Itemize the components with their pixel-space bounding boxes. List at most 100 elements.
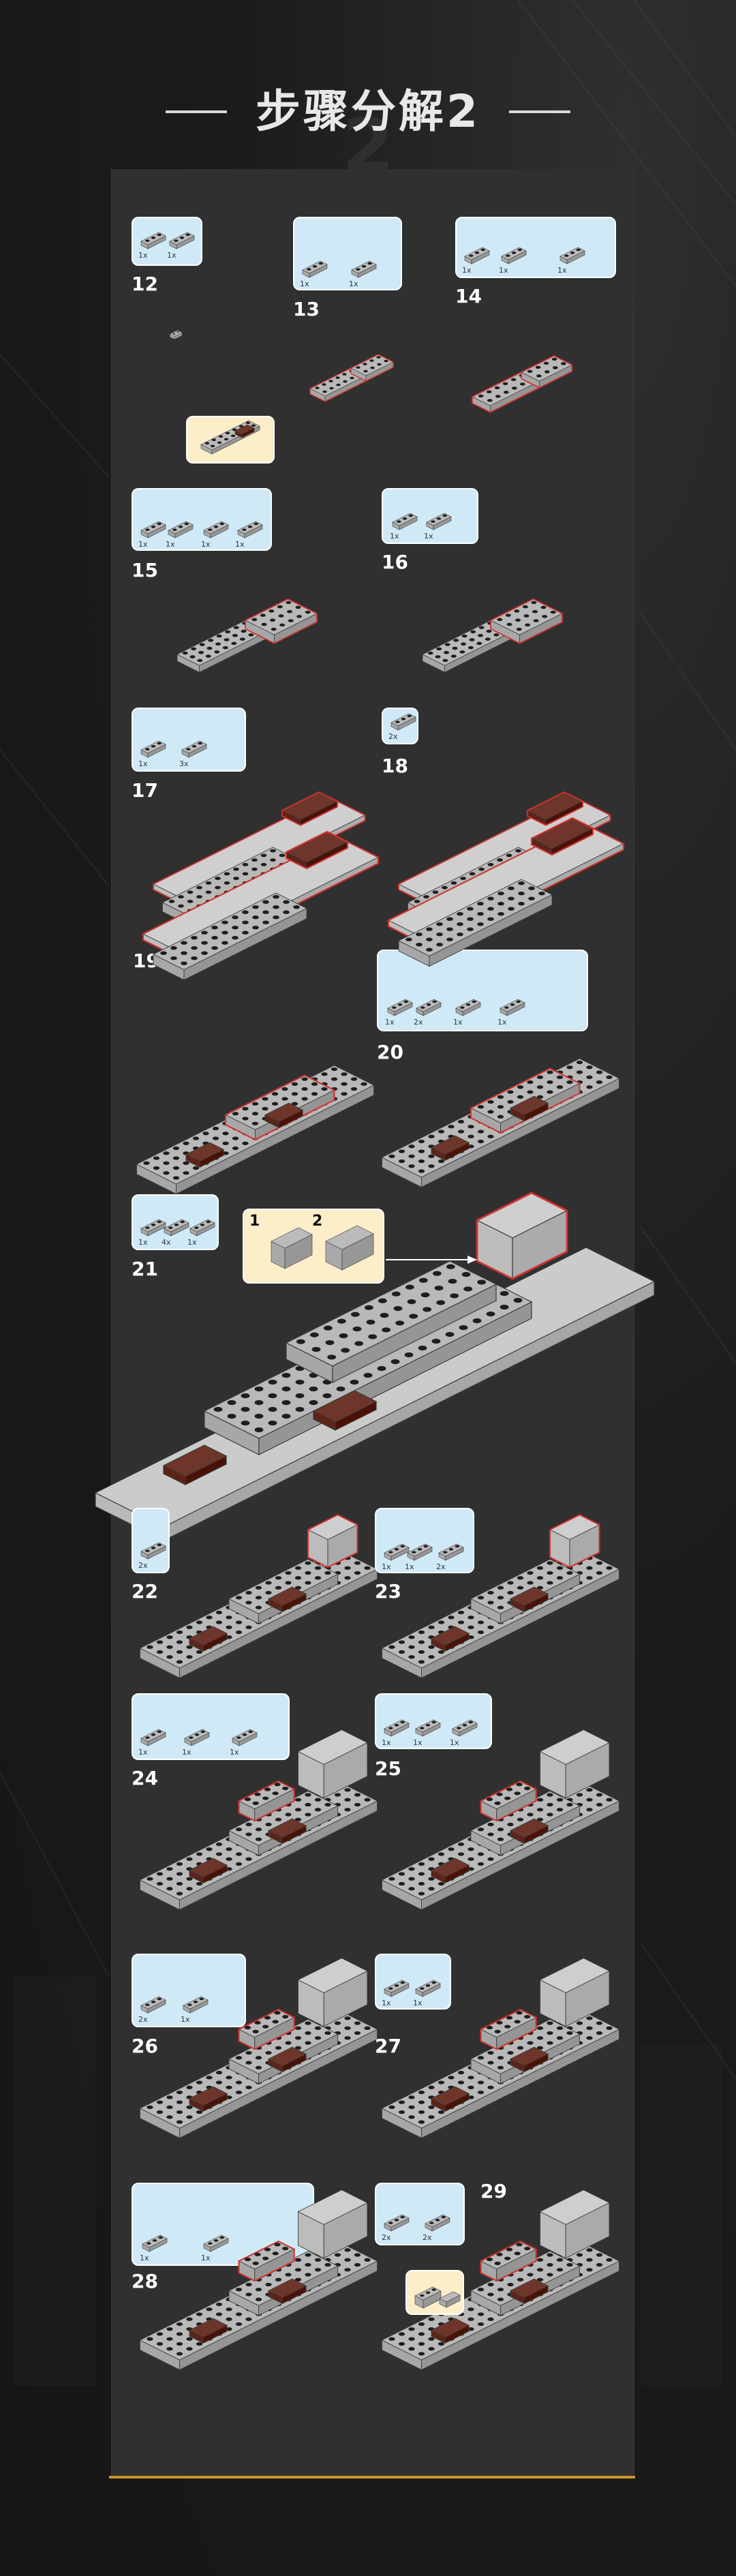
stud (394, 1548, 399, 1551)
brown-tile-b-top (268, 2278, 307, 2299)
stud (251, 867, 258, 871)
stud (181, 941, 187, 945)
stud (281, 1400, 291, 1406)
brown-tile-a-top (185, 1142, 225, 1162)
stud (560, 362, 566, 365)
stud (233, 867, 239, 871)
stud (394, 2219, 399, 2222)
stud (536, 1566, 544, 1570)
stud (232, 926, 239, 930)
stud (416, 943, 423, 947)
stud (428, 1655, 435, 1659)
stud (260, 853, 267, 858)
part-piece-1 (426, 513, 452, 530)
stud (215, 1842, 223, 1847)
part-piece-0 (140, 740, 166, 758)
stud (506, 622, 512, 626)
stud (586, 1085, 593, 1089)
parts-illustration (140, 1542, 166, 1560)
stud (487, 862, 494, 866)
stud (388, 2222, 393, 2224)
stud (431, 1721, 436, 1724)
stud (205, 654, 211, 658)
stud (397, 1003, 403, 1006)
stud (425, 2291, 431, 2294)
stud (378, 1298, 387, 1303)
stud (366, 1320, 375, 1325)
stud (293, 905, 300, 909)
stud (262, 1106, 269, 1111)
stud (450, 1293, 459, 1299)
stud (186, 2085, 193, 2089)
parts-illustration (390, 713, 416, 731)
stud (477, 1279, 487, 1285)
brown-tile-a-top (189, 2318, 228, 2338)
sub-step-number: 2 (312, 1213, 323, 1230)
stud (513, 1298, 523, 1303)
stud (336, 1387, 346, 1392)
part-quantity: 3x (179, 759, 189, 768)
stud (244, 2025, 251, 2030)
stud (294, 2026, 302, 2030)
stud (487, 1625, 494, 1629)
step-number-25: 25 (375, 1757, 401, 1780)
stud (510, 1003, 515, 1006)
part-piece-0 (390, 713, 416, 731)
stud (156, 1881, 164, 1886)
stud (254, 522, 258, 526)
hull-upper-top (285, 1260, 497, 1367)
stud (294, 2036, 302, 2040)
stud (309, 1387, 318, 1392)
stud (245, 421, 251, 425)
stud (309, 1332, 319, 1337)
stud (586, 1566, 593, 1570)
stud (172, 1166, 180, 1170)
part-quantity: 1x (230, 1748, 239, 1757)
stud (388, 1987, 393, 1990)
stud (235, 2080, 243, 2085)
stud (467, 1616, 474, 1620)
stud (186, 1887, 193, 1891)
stud (497, 902, 504, 906)
stud (291, 1092, 298, 1096)
stud (147, 2242, 151, 2245)
stud (380, 1313, 389, 1318)
stud (192, 1136, 200, 1140)
stud (235, 2090, 243, 2095)
stud (435, 2219, 440, 2222)
stud (390, 1359, 400, 1365)
stud (218, 435, 224, 438)
stud (242, 1106, 249, 1111)
stud (556, 2258, 564, 2262)
stud (176, 1881, 183, 1886)
stud (477, 1828, 485, 1832)
stud (277, 605, 283, 609)
stud (566, 1802, 573, 1807)
stud (547, 2273, 553, 2277)
stud (158, 2236, 163, 2239)
part-quantity: 1x (166, 540, 175, 549)
stud (187, 2003, 192, 2006)
stud (418, 2322, 425, 2327)
stud (586, 1065, 593, 1070)
stud (493, 633, 500, 637)
stud (305, 2262, 311, 2267)
stud (160, 951, 167, 955)
stud (586, 1808, 593, 1812)
stud (321, 1072, 328, 1076)
stud (239, 637, 245, 641)
stud (477, 922, 484, 926)
stud (251, 858, 258, 862)
stud (156, 2332, 164, 2336)
stud (208, 639, 214, 642)
stud (364, 1798, 371, 1802)
stud (443, 1551, 448, 1554)
stud (322, 383, 326, 386)
stud (536, 1586, 544, 1590)
stud (477, 2056, 485, 2060)
stud (566, 1065, 573, 1070)
sub-assembly-callout-12 (186, 416, 275, 464)
part-piece-2 (559, 247, 585, 264)
stud (176, 2110, 183, 2115)
